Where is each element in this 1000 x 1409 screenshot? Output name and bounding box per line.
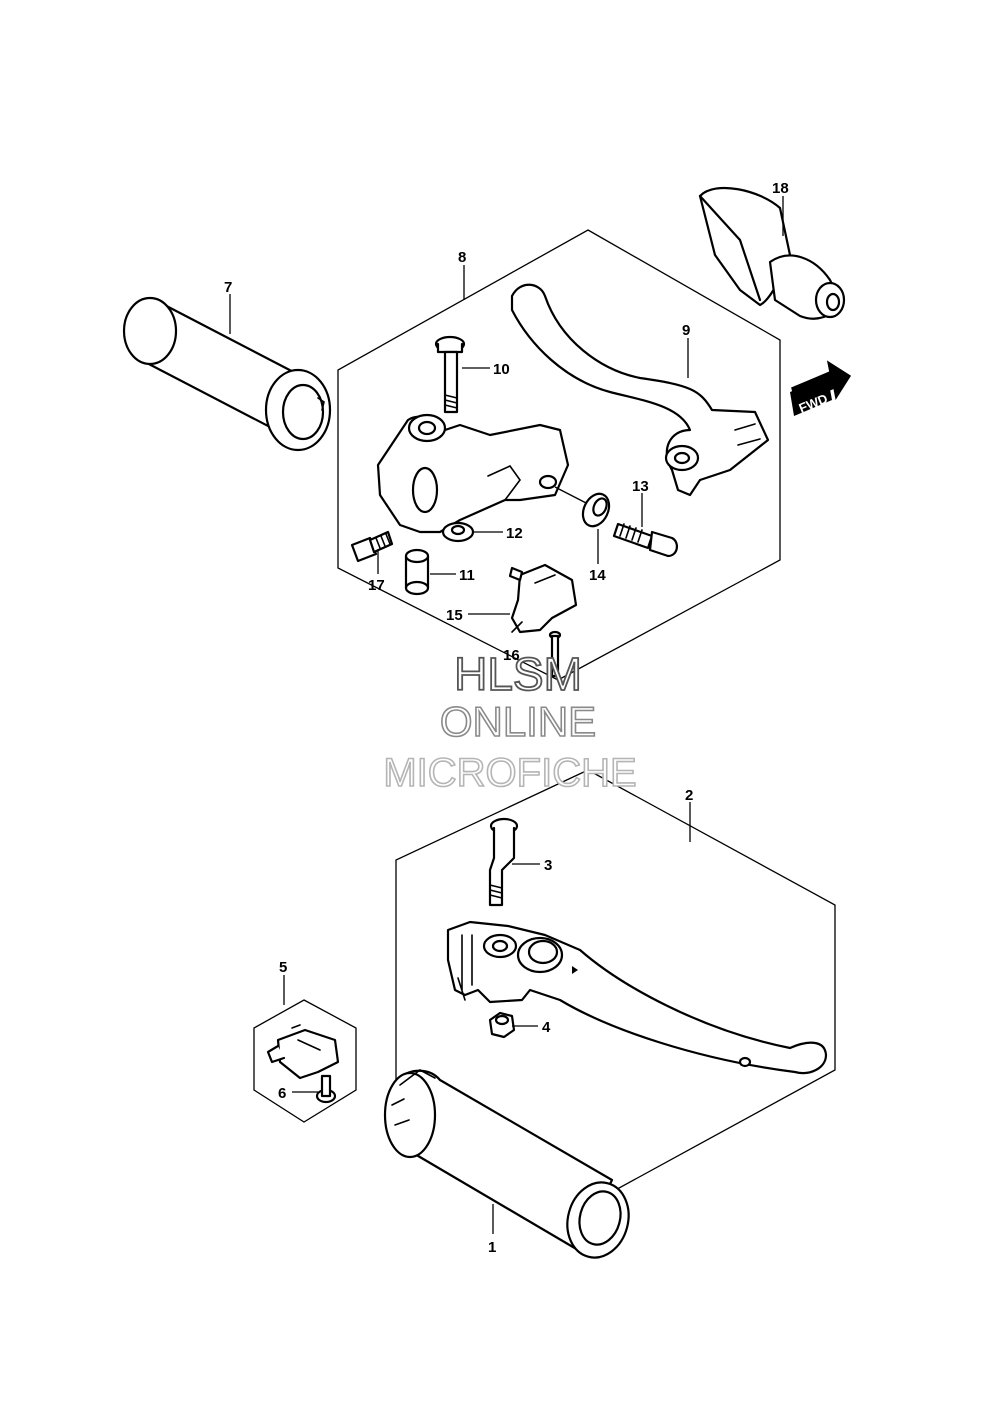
callout-6: 6 <box>278 1085 286 1102</box>
callout-5: 5 <box>279 959 287 976</box>
grip-upper <box>122 296 332 452</box>
adjuster-bolt-13 <box>612 522 678 558</box>
clutch-switch-15 <box>508 563 578 634</box>
throttle-grip <box>383 1069 630 1259</box>
brake-lever <box>446 920 828 1075</box>
callout-12: 12 <box>506 525 523 542</box>
screw-16 <box>548 630 562 678</box>
collar-11 <box>404 548 430 596</box>
fwd-direction-arrow: FWD <box>790 360 852 416</box>
watermark-line-3: MICROFICHE <box>383 751 636 795</box>
watermark: HLSM ONLINE MICROFICHE <box>383 647 638 796</box>
watermark-line-1: HLSM <box>454 648 582 700</box>
adjuster-14 <box>581 492 611 528</box>
pivot-bolt-lower <box>488 817 519 907</box>
watermark-line-2: ONLINE <box>440 698 596 745</box>
group-outline-8 <box>337 229 781 681</box>
callout-16: 16 <box>503 647 520 664</box>
callout-2: 2 <box>685 787 693 804</box>
group-outline-5 <box>253 999 357 1123</box>
callout-7: 7 <box>224 279 232 296</box>
nut-12 <box>441 521 475 543</box>
nut-4 <box>488 1011 516 1039</box>
hand-guard-weight <box>698 187 846 320</box>
callout-18: 18 <box>772 180 789 197</box>
pivot-bolt <box>434 335 466 414</box>
callout-13: 13 <box>632 478 649 495</box>
brake-switch-5 <box>266 1024 340 1080</box>
screw-6 <box>315 1074 337 1104</box>
callout-1: 1 <box>488 1239 496 1256</box>
callout-11: 11 <box>459 567 475 584</box>
callout-15: 15 <box>446 607 463 624</box>
callout-10: 10 <box>493 361 510 378</box>
callout-8: 8 <box>458 249 466 266</box>
callout-9: 9 <box>682 322 690 339</box>
clutch-lever <box>510 283 770 497</box>
bolt-17 <box>350 530 394 563</box>
lever-holder <box>376 413 591 534</box>
leader-lines <box>229 196 784 1234</box>
callouts: 7 8 9 18 10 12 13 14 17 11 15 16 2 3 4 5… <box>224 180 789 1256</box>
callout-4: 4 <box>542 1019 551 1036</box>
callout-17: 17 <box>368 577 385 594</box>
callout-3: 3 <box>544 857 552 874</box>
callout-14: 14 <box>589 567 606 584</box>
